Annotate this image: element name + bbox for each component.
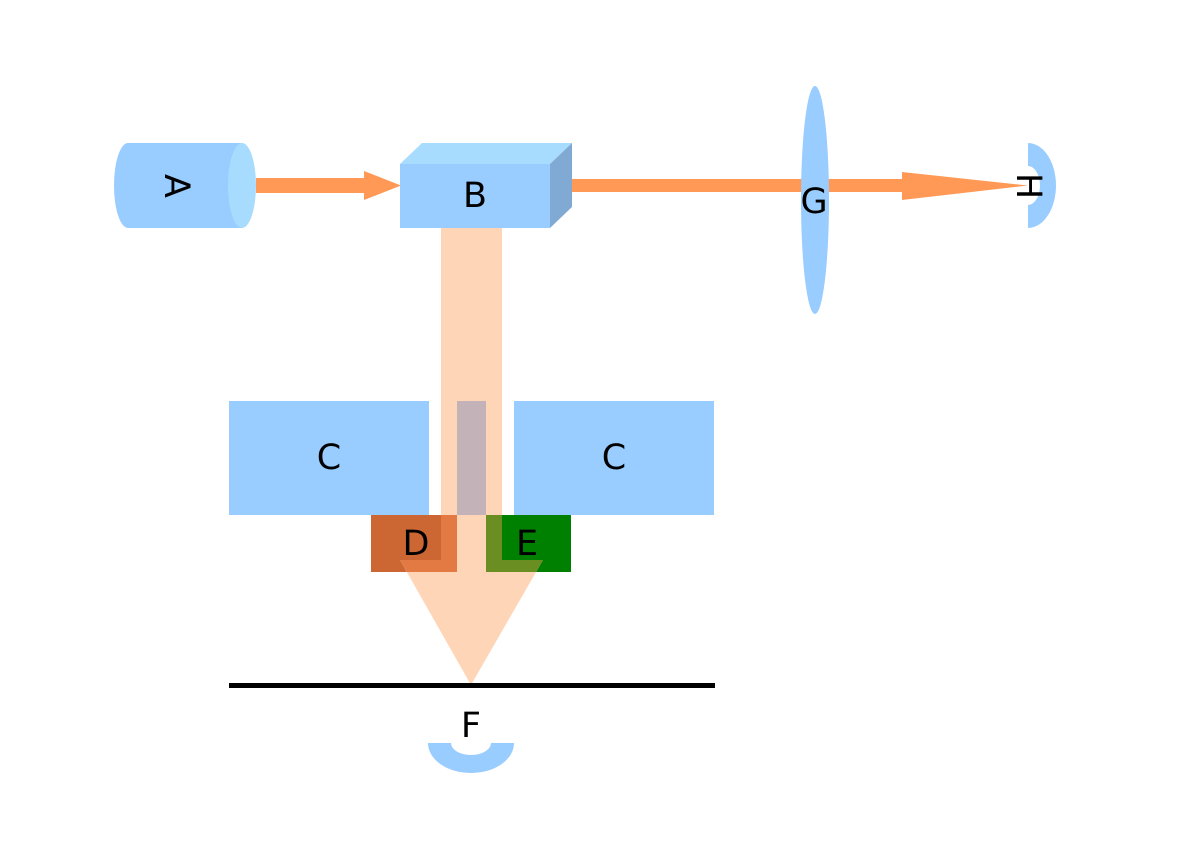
- block-c-right: [514, 401, 714, 515]
- component-b-front: [400, 164, 550, 228]
- label-a: A: [156, 174, 196, 198]
- label-d: D: [403, 524, 430, 564]
- beam-focus-d-overlap: [400, 560, 457, 572]
- beam-focus: [400, 560, 543, 685]
- label-g: G: [800, 182, 827, 222]
- beam-focus-cone: [400, 560, 543, 685]
- component-c-right: C: [514, 401, 714, 515]
- sample-line: [229, 683, 715, 688]
- beam-a-to-b-arrowhead: [364, 171, 401, 200]
- label-h: H: [1008, 173, 1048, 199]
- overlap-strip: [457, 401, 486, 515]
- label-c-right: C: [602, 438, 626, 478]
- detector-f: [428, 743, 514, 773]
- label-b: B: [463, 176, 487, 216]
- label-f: F: [461, 706, 481, 746]
- block-d-beam-overlap: [441, 515, 457, 560]
- component-a: A: [114, 143, 256, 228]
- component-f: F: [428, 706, 514, 773]
- beam-focus-e-overlap: [486, 560, 543, 572]
- beam-a-to-b: [256, 171, 401, 200]
- component-g: G: [800, 86, 829, 314]
- component-h: H: [1008, 143, 1056, 228]
- component-b-top: [400, 143, 572, 164]
- label-c-left: C: [317, 438, 341, 478]
- lens-g: [801, 86, 829, 314]
- block-e-beam-overlap: [486, 515, 502, 560]
- beam-a-to-b-shaft: [256, 178, 366, 193]
- detector-h: [1028, 143, 1056, 228]
- component-a-body: [114, 143, 242, 228]
- beam-b-to-h-shaft: [572, 179, 908, 192]
- component-b: B: [400, 143, 572, 228]
- label-e: E: [516, 524, 538, 564]
- component-a-face: [228, 143, 256, 228]
- component-c-left: C: [229, 401, 429, 515]
- beam-b-to-h-arrowhead: [902, 172, 1028, 200]
- component-b-side: [550, 143, 572, 228]
- block-c-left: [229, 401, 429, 515]
